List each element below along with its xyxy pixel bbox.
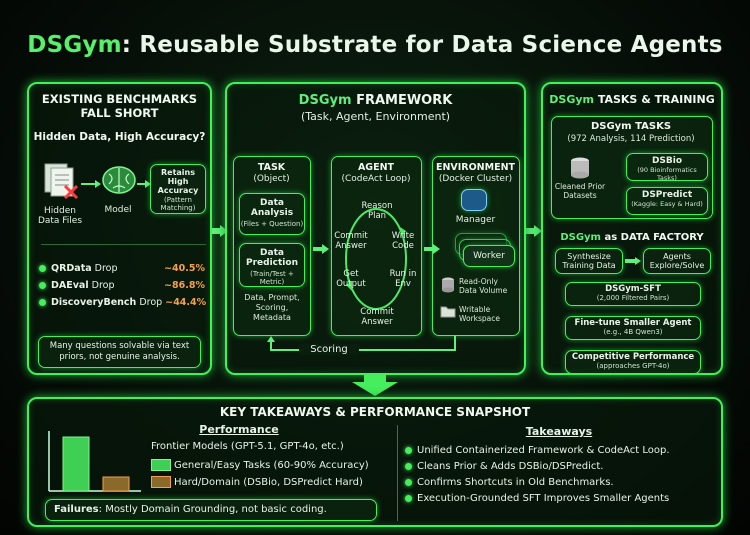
takeaways-list: Unified Containerized Framework & CodeAc… — [405, 443, 721, 507]
environment-subtitle: (Docker Cluster) — [438, 174, 513, 184]
bullet-dot — [405, 446, 412, 454]
page-title: DSGym: Reusable Substrate for Data Scien… — [27, 32, 723, 58]
tasks-title: DSGym TASKS — [590, 121, 672, 132]
framework-subheading: (Task, Agent, Environment) — [300, 110, 451, 123]
model-label: Model — [104, 205, 132, 215]
writable-workspace-label: Writable Workspace — [459, 305, 500, 323]
tasks-training-heading: DSGym TASKS & TRAINING — [549, 93, 715, 106]
arrow-icon — [424, 244, 440, 254]
database-icon — [571, 157, 589, 179]
divider — [41, 244, 206, 245]
legend-swatch-green — [151, 459, 171, 471]
list-item: Confirms Shortcuts in Old Benchmarks. — [405, 475, 721, 491]
environment-title: ENVIRONMENT — [435, 162, 516, 173]
list-item: Unified Containerized Framework & CodeAc… — [405, 443, 721, 459]
dspredict-box: DSPredict (Kaggle: Easy & Hard) — [626, 187, 708, 215]
failures-box: Failures: Mostly Domain Grounding, not b… — [45, 499, 377, 521]
arrow-icon — [137, 180, 151, 188]
bullet-dot — [39, 299, 46, 306]
framework-panel: DSGym FRAMEWORK (Task, Agent, Environmen… — [225, 82, 526, 375]
bullet-dot — [405, 494, 412, 502]
manager-label: Manager — [455, 215, 496, 225]
list-item: Cleans Prior & Adds DSBio/DSPredict. — [405, 459, 721, 475]
cleaned-datasets-label: Cleaned Prior Datasets — [554, 182, 606, 200]
brain-icon — [102, 166, 136, 194]
drop-row-daeval: DAEval Drop~86.8% — [39, 277, 209, 294]
data-factory-heading: DSGym as DATA FACTORY — [560, 232, 704, 243]
dsgym-tasks-box: DSGym TASKS (972 Analysis, 114 Predictio… — [551, 116, 713, 219]
finetune-box: Fine-tune Smaller Agent (e.g., 4B Qwen3) — [565, 316, 701, 340]
performance-bar-chart — [48, 431, 141, 492]
readonly-volume-label: Read-Only Data Volume — [459, 277, 508, 295]
tasks-subtitle: (972 Analysis, 114 Prediction) — [567, 134, 695, 144]
legend-easy: General/Easy Tasks (60-90% Accuracy) — [151, 459, 401, 471]
worker-box: Worker — [463, 245, 515, 267]
tasks-training-panel: DSGym TASKS & TRAINING DSGym TASKS (972 … — [541, 82, 723, 375]
task-footer: Data, Prompt, Scoring, Metadata — [244, 293, 300, 322]
data-prediction-box: Data Prediction (Train/Test + Metric) — [239, 243, 305, 287]
arrow-icon — [212, 225, 228, 237]
arrow-icon — [625, 257, 641, 265]
environment-column: ENVIRONMENT (Docker Cluster) Manager Wor… — [432, 156, 520, 336]
list-item: Execution-Grounded SFT Improves Smaller … — [405, 491, 721, 507]
docker-manager-icon — [461, 189, 487, 211]
benchmarks-subheading: Hidden Data, High Accuracy? — [33, 131, 206, 143]
scoring-label: Scoring — [299, 344, 359, 355]
divider — [397, 425, 398, 521]
bullet-dot — [39, 265, 46, 272]
bullet-dot — [405, 462, 412, 470]
data-analysis-box: Data Analysis (Files + Question) — [239, 193, 305, 235]
dsbio-box: DSBio (90 Bioinformatics Tasks) — [626, 153, 708, 182]
down-arrow-icon — [352, 374, 398, 396]
performance-title: Performance — [199, 423, 279, 436]
arrow-icon — [526, 225, 542, 237]
arrow-icon — [313, 244, 329, 254]
drop-row-qrdata: QRData Drop~40.5% — [39, 260, 209, 277]
competitive-box: Competitive Performance (approaches GPT-… — [565, 350, 701, 374]
frontier-models-label: Frontier Models (GPT-5.1, GPT-4o, etc.) — [151, 441, 344, 452]
codeact-loop-icon — [345, 208, 407, 310]
scoring-loop-arrow — [267, 336, 456, 351]
text-priors-note: Many questions solvable via text priors,… — [38, 336, 201, 368]
legend-hard: Hard/Domain (DSBio, DSPredict Hard) — [151, 476, 401, 488]
bullet-dot — [39, 282, 46, 289]
agents-explore-box: Agents Explore/Solve — [643, 248, 711, 274]
bullet-dot — [405, 478, 412, 486]
arrow-icon — [81, 180, 101, 188]
database-icon — [442, 277, 454, 293]
takeaways-list-title: Takeaways — [525, 425, 593, 438]
takeaways-heading: KEY TAKEAWAYS & PERFORMANCE SNAPSHOT — [219, 405, 531, 419]
agent-subtitle: (CodeAct Loop) — [341, 174, 411, 184]
hidden-files-icon — [44, 163, 79, 200]
folder-icon — [440, 306, 456, 318]
synthesize-box: Synthesize Training Data — [555, 248, 623, 274]
drop-row-discoverybench: DiscoveryBench Drop ~44.4% — [39, 294, 209, 311]
takeaways-panel: KEY TAKEAWAYS & PERFORMANCE SNAPSHOT Per… — [27, 397, 723, 527]
task-title: TASK — [257, 162, 286, 173]
framework-heading: DSGym FRAMEWORK — [298, 93, 453, 108]
dsgym-sft-box: DSGym-SFT (2,000 Filtered Pairs) — [565, 282, 701, 306]
benchmark-drops-list: QRData Drop~40.5% DAEval Drop~86.8% Disc… — [39, 260, 209, 311]
legend-swatch-orange — [151, 476, 171, 488]
task-column: TASK (Object) Data Analysis (Files + Que… — [233, 156, 311, 336]
agent-title: AGENT — [357, 162, 395, 173]
task-subtitle: (Object) — [253, 174, 290, 184]
